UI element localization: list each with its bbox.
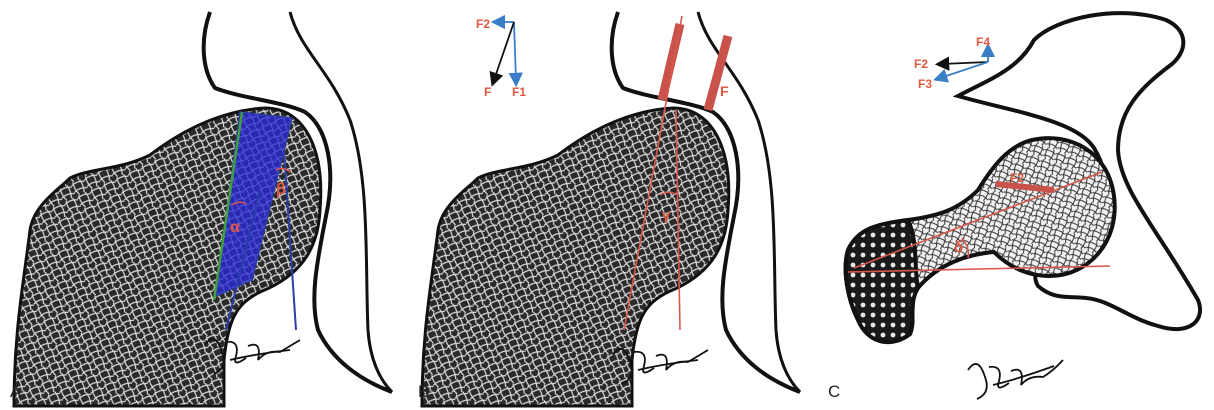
panel-letter-a: A: [10, 382, 21, 402]
panel-a: α β A: [0, 0, 400, 410]
force-label-f2-inside: F2: [1010, 171, 1024, 185]
beta-label: β: [276, 181, 286, 198]
trochanter-region: [846, 220, 918, 342]
force-label-f4: F4: [976, 35, 990, 49]
force-label-f: F: [484, 85, 491, 99]
panel-b-drawing: γ F F2 F F1: [408, 0, 808, 410]
force-label-f-large: F: [720, 83, 729, 99]
force-bar-1: [662, 24, 680, 100]
force-label-f2: F2: [476, 17, 490, 31]
force-label-f2: F2: [914, 57, 928, 71]
delta-label: δ: [954, 239, 963, 256]
panel-c: δ F2 F4 F2 F3 C: [818, 0, 1214, 410]
panel-c-drawing: δ F2 F4 F2 F3: [818, 0, 1214, 410]
panel-a-drawing: α β: [0, 0, 400, 410]
force-label-f3: F3: [918, 77, 932, 91]
force-label-f1: F1: [512, 85, 526, 99]
panel-letter-b: B: [418, 382, 429, 402]
panel-letter-c: C: [828, 382, 840, 402]
alpha-label: α: [230, 219, 240, 236]
force-vector-diagram: [940, 50, 988, 78]
panel-b: γ F F2 F F1 B: [408, 0, 808, 410]
handwritten-signature-icon: [968, 360, 1063, 399]
force-vector-diagram: [494, 22, 516, 80]
gamma-label: γ: [662, 207, 671, 224]
